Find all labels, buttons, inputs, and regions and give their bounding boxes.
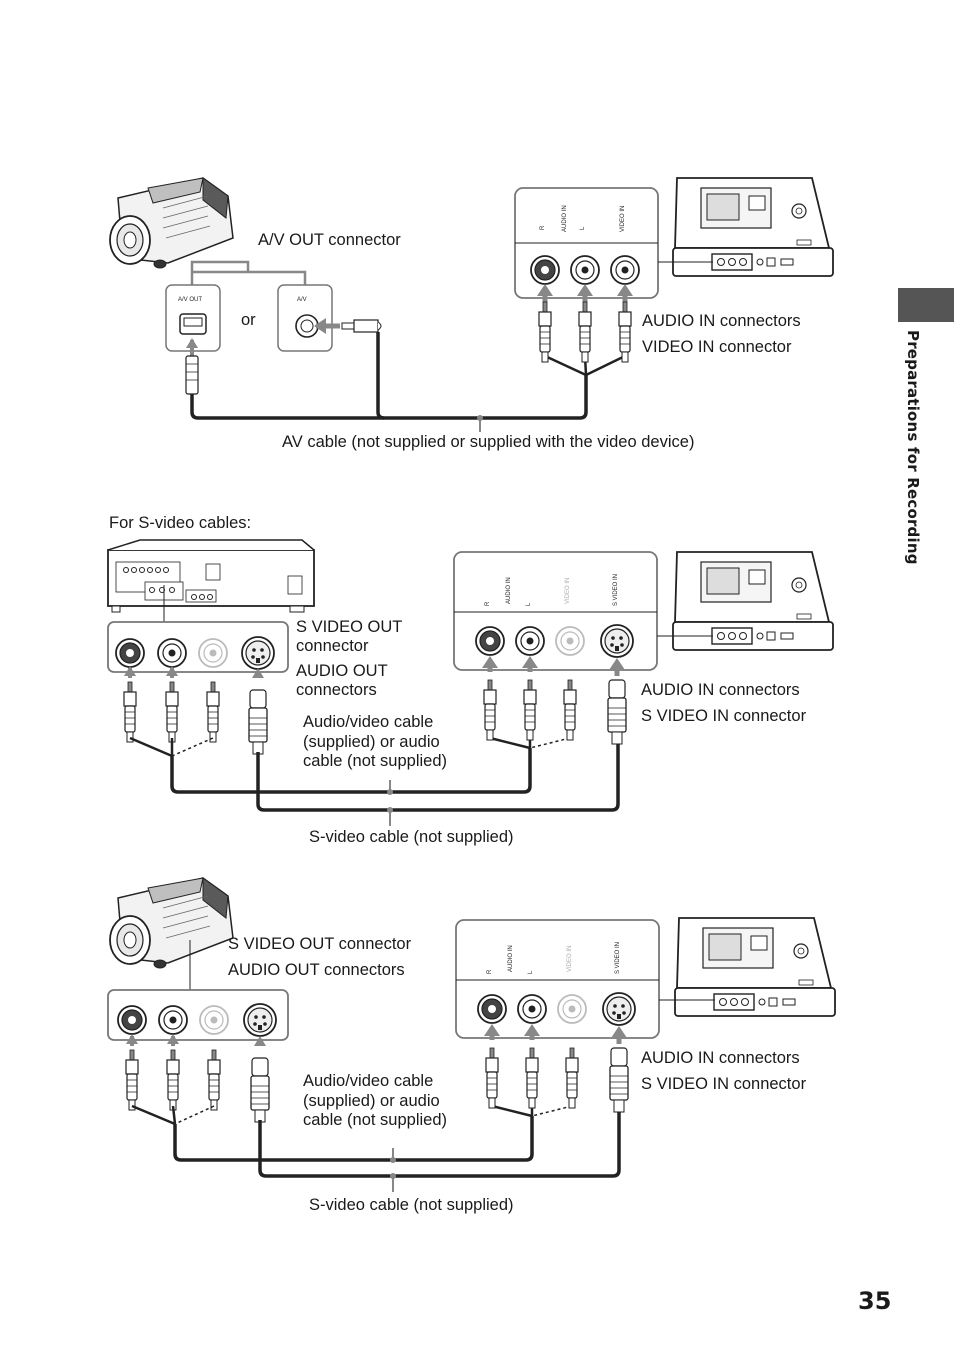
av-out-connector-label: A/V OUT connector: [258, 231, 401, 249]
camcorder-illustration-1: [109, 177, 234, 269]
av-panel-label: A/V: [297, 297, 307, 303]
input2-r-label: R: [485, 601, 491, 606]
input2-s-video-in-label: S VIDEO IN: [613, 573, 619, 606]
camcorder-illustration-2: [109, 877, 234, 969]
or-label: or: [241, 311, 256, 329]
audio-out-label-3: AUDIO OUT connectors: [228, 961, 405, 979]
s-video-in-connector-label-2: S VIDEO IN connector: [641, 707, 807, 725]
av-cable3-label-line2: (supplied) or audio: [303, 1092, 440, 1110]
input3-video-in-label: VIDEO IN: [567, 945, 573, 972]
audio-in-connectors-label-2: AUDIO IN connectors: [641, 681, 800, 699]
audio-in-connectors-label-3: AUDIO IN connectors: [641, 1049, 800, 1067]
section-tab-marker: [898, 288, 954, 322]
s-video-in-connector-label-3: S VIDEO IN connector: [641, 1075, 807, 1093]
dvd-recorder-illustration-1: [672, 177, 834, 277]
output-panel-3: [107, 989, 289, 1041]
dvd-recorder-illustration-2: [672, 551, 834, 651]
audio-out-label-line1: AUDIO OUT: [296, 662, 388, 680]
av-cable2-label-line3: cable (not supplied): [303, 752, 448, 770]
audio-out-label-line2: connectors: [296, 681, 377, 699]
input3-s-video-in-label: S VIDEO IN: [615, 941, 621, 974]
input2-l-label: L: [526, 602, 532, 606]
input1-r-label: R: [540, 225, 546, 230]
input2-video-in-label: VIDEO IN: [565, 577, 571, 604]
av-cable-label: AV cable (not supplied or supplied with …: [282, 433, 695, 451]
input1-video-in-label: VIDEO IN: [620, 205, 626, 232]
av-cable3-label-line1: Audio/video cable: [303, 1072, 434, 1090]
video-in-connector-label-1: VIDEO IN connector: [642, 338, 792, 356]
av-cable3-label-line3: cable (not supplied): [303, 1111, 448, 1129]
s-video-heading: For S-video cables:: [109, 514, 252, 532]
s-video-cable-label-3: S-video cable (not supplied): [309, 1196, 514, 1214]
av-cable2-label-line2: (supplied) or audio: [303, 733, 440, 751]
input3-r-label: R: [487, 969, 493, 974]
s-video-out-label-line1: S VIDEO OUT: [296, 618, 403, 636]
av-out-panel-label: A/V OUT: [178, 297, 203, 303]
dvd-recorder-illustration-3: [674, 917, 836, 1017]
s-video-cable-label-2: S-video cable (not supplied): [309, 828, 514, 846]
audio-in-connectors-label-1: AUDIO IN connectors: [642, 312, 801, 330]
page-number: 35: [858, 1287, 892, 1315]
input3-l-label: L: [528, 970, 534, 974]
s-video-out-label-line2: connector: [296, 637, 369, 655]
input1-audio-in-label: AUDIO IN: [562, 205, 568, 232]
input2-audio-in-label: AUDIO IN: [506, 577, 512, 604]
s-video-out-label-3: S VIDEO OUT connector: [228, 935, 412, 953]
vcr-illustration: [107, 539, 315, 613]
input1-l-label: L: [580, 226, 586, 230]
av-cable2-label-line1: Audio/video cable: [303, 713, 434, 731]
input3-audio-in-label: AUDIO IN: [508, 945, 514, 972]
